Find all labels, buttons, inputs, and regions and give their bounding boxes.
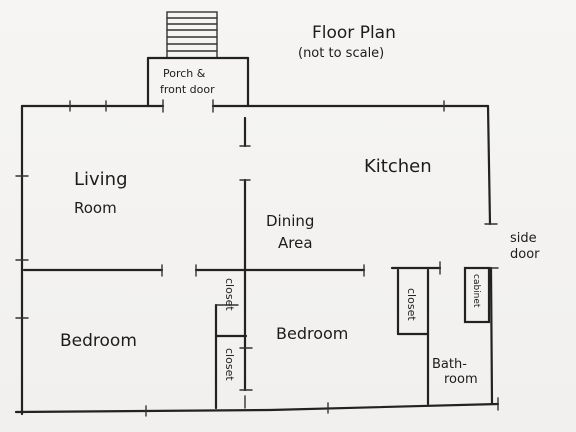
living-room-label-1: Living — [74, 169, 128, 190]
porch-label-1: Porch & — [163, 67, 206, 80]
bathroom-label-2: room — [444, 372, 478, 387]
living-room-label-2: Room — [74, 199, 117, 217]
closet-right-label: closet — [405, 288, 418, 321]
closet-lower-label: closet — [223, 348, 236, 381]
side-door-label-2: door — [510, 247, 540, 262]
closet-upper-label: closet — [223, 278, 236, 311]
dining-area-label-2: Area — [278, 234, 313, 252]
interior-walls — [22, 116, 491, 410]
cabinet-label: cabinet — [471, 274, 481, 308]
opening-ticks — [15, 99, 499, 417]
exterior-walls — [14, 104, 500, 416]
stairs — [166, 11, 218, 59]
plan-title: Floor Plan — [312, 23, 396, 43]
kitchen-label: Kitchen — [364, 156, 432, 177]
bedroom-left-label: Bedroom — [60, 331, 137, 351]
porch-outline — [146, 56, 250, 108]
bathroom-label-1: Bath- — [432, 357, 467, 372]
dining-area-label-1: Dining — [266, 212, 314, 230]
side-door-label-1: side — [510, 231, 537, 246]
plan-subtitle: (not to scale) — [298, 46, 384, 61]
bedroom-right-label: Bedroom — [276, 324, 348, 343]
porch-label-2: front door — [160, 83, 215, 96]
labels: Floor Plan (not to scale) Porch & front … — [60, 23, 540, 387]
